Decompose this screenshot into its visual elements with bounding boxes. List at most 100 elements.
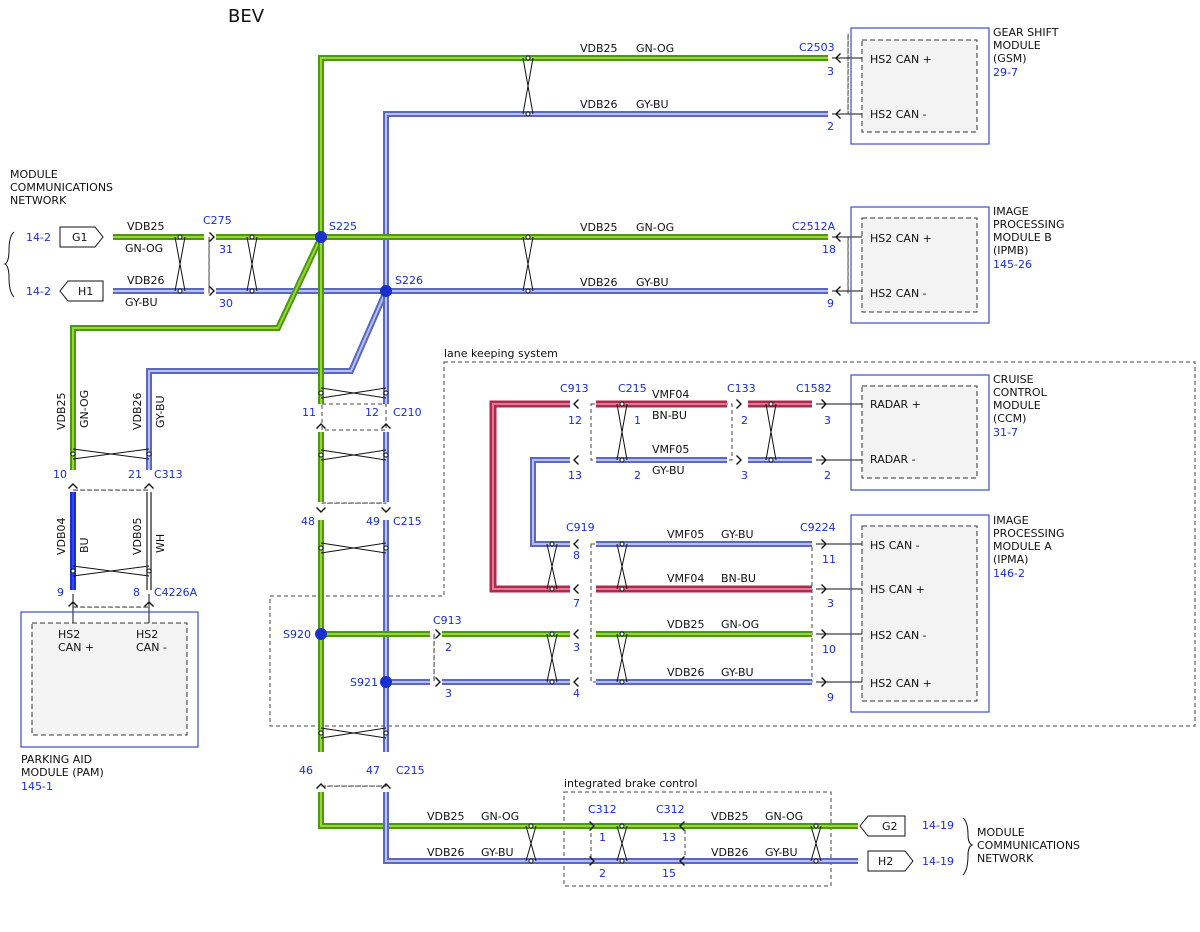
connector-c312-left[interactable]: C312 — [588, 803, 617, 816]
twist-left-a-node — [178, 235, 182, 239]
twist-spine-c-node — [384, 546, 388, 550]
wire-label-vdb26-ipma: VDB26 — [667, 666, 705, 679]
connector-c215-lane[interactable]: C215 — [618, 382, 647, 395]
twist-ccm-a — [617, 404, 627, 460]
connector-c313[interactable]: C313 — [154, 468, 183, 481]
ccm-ref-link[interactable]: 31-7 — [993, 426, 1018, 439]
twist-brake-a-node — [529, 859, 533, 863]
twist-left-a-node — [178, 289, 182, 293]
arrow-c313-10 — [69, 484, 78, 489]
pam-pin-1-line1: HS2 — [58, 628, 80, 641]
pin-c4226a-9: 9 — [57, 586, 64, 599]
connector-c1582[interactable]: C1582 — [796, 382, 832, 395]
module-ipma[interactable]: HS CAN - HS CAN + HS2 CAN - HS2 CAN + IM… — [851, 514, 1065, 712]
twist-left-a — [175, 237, 185, 291]
twist-brake-c-node — [814, 824, 818, 828]
wire-label-vdb25-left: VDB25 — [127, 220, 165, 233]
vdb26-spine-wire — [386, 291, 858, 861]
gsm-name-1: GEAR SHIFT — [993, 26, 1059, 39]
pin-ipma-10: 10 — [822, 643, 836, 656]
connector-c312-right[interactable]: C312 — [656, 803, 685, 816]
network-right-ref-h2[interactable]: 14-19 — [922, 855, 954, 868]
twist-left-b-node — [250, 235, 254, 239]
twist-brake-b — [617, 826, 627, 861]
pin-c215-46: 46 — [299, 764, 313, 777]
wire-label-vmf05-ipma: VMF05 — [667, 528, 704, 541]
twist-spine-d — [321, 728, 386, 738]
twist-gsm-node — [526, 56, 530, 60]
arrow-c215-46 — [317, 784, 326, 789]
connector-c4226a[interactable]: C4226A — [154, 586, 198, 599]
vmf04-wire — [493, 404, 812, 589]
ipma-name-4: (IPMA) — [993, 553, 1028, 566]
twist-spine-d-node — [319, 731, 323, 735]
wire-label-vdb05-pam: VDB05 — [131, 517, 144, 555]
pin-c215-1: 1 — [634, 414, 641, 427]
splice-s921-dot — [380, 676, 392, 688]
connector-c913-top[interactable]: C913 — [560, 382, 589, 395]
wire-color-gnog-brake-l: GN-OG — [481, 810, 519, 823]
pin-c313-21: 21 — [128, 468, 142, 481]
network-left-ref-g1[interactable]: 14-2 — [26, 231, 51, 244]
pin-ccm-3: 3 — [824, 414, 831, 427]
arrow-c133-3 — [737, 456, 742, 465]
pam-pin-1-line2: CAN + — [58, 641, 94, 654]
connector-c210[interactable]: C210 — [393, 406, 422, 419]
gsm-ref-link[interactable]: 29-7 — [993, 66, 1018, 79]
arrow-c913-2 — [436, 630, 441, 639]
twist-spine-a — [321, 388, 386, 398]
twist-ipmb — [523, 237, 533, 291]
pin-ccm-2: 2 — [824, 469, 831, 482]
connector-c215-b[interactable]: C215 — [396, 764, 425, 777]
pin-c210-12: 12 — [365, 406, 379, 419]
module-pam[interactable]: HS2 CAN + HS2 CAN - PARKING AID MODULE (… — [21, 612, 198, 793]
twist-spine-a-node — [319, 391, 323, 395]
twist-spine-c-node — [319, 546, 323, 550]
pin-c913m-4: 4 — [573, 687, 580, 700]
pam-ref-link[interactable]: 145-1 — [21, 780, 53, 793]
wire-label-vdb25-brake-r: VDB25 — [711, 810, 749, 823]
wire-label-vdb26-ipmb: VDB26 — [580, 276, 618, 289]
connector-c2503[interactable]: C2503 — [799, 41, 835, 54]
twist-pam-a-node — [147, 452, 151, 456]
splice-s920-label: S920 — [283, 628, 311, 641]
network-left: MODULE COMMUNICATIONS NETWORK 14-2 14-2 … — [5, 168, 113, 301]
twist-ipma-d-node — [620, 632, 624, 636]
ipma-name-2: PROCESSING — [993, 527, 1065, 540]
wire-color-gybu-gsm: GY-BU — [636, 98, 669, 111]
network-right-ref-g2[interactable]: 14-19 — [922, 819, 954, 832]
module-gsm[interactable]: HS2 CAN + HS2 CAN - GEAR SHIFT MODULE (G… — [851, 26, 1059, 144]
twist-brake-a — [526, 826, 536, 861]
wire-color-gybu-ipmb: GY-BU — [636, 276, 669, 289]
connector-c913-low[interactable]: C913 — [433, 614, 462, 627]
pin-c913m-3: 3 — [573, 641, 580, 654]
pam-name-2: MODULE (PAM) — [21, 766, 104, 779]
module-ccm[interactable]: RADAR + RADAR - CRUISE CONTROL MODULE (C… — [851, 373, 1048, 490]
tag-h2-label: H2 — [878, 855, 893, 868]
wire-color-gnog-ipmb: GN-OG — [636, 221, 674, 234]
splice-s225-label: S225 — [329, 220, 357, 233]
wire-label-vdb26-left: VDB26 — [127, 274, 165, 287]
connector-c919[interactable]: C919 — [566, 521, 595, 534]
ipma-pin-hs2-can-minus: HS2 CAN - — [870, 629, 927, 642]
connector-c133[interactable]: C133 — [727, 382, 756, 395]
connector-c2512a[interactable]: C2512A — [792, 220, 836, 233]
splice-s226-label: S226 — [395, 274, 423, 287]
connector-c9224[interactable]: C9224 — [800, 521, 836, 534]
network-right: G2 H2 14-19 14-19 MODULE COMMUNICATIONS … — [860, 816, 1080, 875]
gsm-name-3: (GSM) — [993, 52, 1027, 65]
wire-color-gybu-brake-l: GY-BU — [481, 846, 514, 859]
ipmb-ref-link[interactable]: 145-26 — [993, 258, 1032, 271]
twist-ipma-d — [617, 634, 627, 682]
twist-ipmb-node — [526, 289, 530, 293]
module-ipmb[interactable]: HS2 CAN + HS2 CAN - IMAGE PROCESSING MOD… — [851, 205, 1065, 323]
brake-control-label: integrated brake control — [564, 777, 698, 790]
ipmb-name-3: MODULE B — [993, 231, 1052, 244]
pin-c913-2: 2 — [445, 641, 452, 654]
ipma-ref-link[interactable]: 146-2 — [993, 567, 1025, 580]
connector-c275[interactable]: C275 — [203, 214, 232, 227]
connector-c215-a[interactable]: C215 — [393, 515, 422, 528]
network-left-ref-h1[interactable]: 14-2 — [26, 285, 51, 298]
vdb26-spine-wire-core — [386, 291, 858, 861]
arrow-c275-30 — [210, 287, 215, 296]
